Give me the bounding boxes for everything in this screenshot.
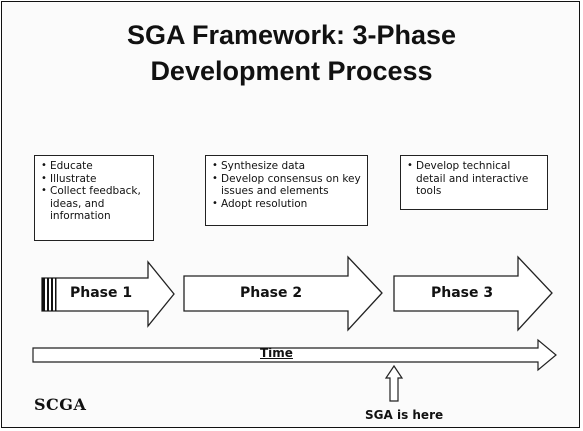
phase-3-bullet: Develop technical detail and interactive… (407, 160, 543, 198)
phase-1-stripes-icon (42, 278, 57, 311)
phase-3-label: Phase 3 (431, 285, 494, 301)
phase-2-label: Phase 2 (240, 285, 303, 301)
phase-1-bullet: Collect feedback, ideas, and information (41, 185, 149, 223)
timeline-arrow (32, 338, 557, 372)
phase-1-label: Phase 1 (70, 285, 133, 301)
phase-2-description-box: Synthesize data Develop consensus on key… (205, 155, 368, 226)
position-marker-label: SGA is here (365, 408, 444, 422)
scga-logo: SCGA (34, 395, 87, 414)
phase-3-arrow (393, 255, 553, 332)
phase-2-bullet: Adopt resolution (212, 198, 363, 211)
phase-1-arrow (41, 260, 175, 328)
slide-title-line-2: Development Process (150, 56, 433, 86)
timeline-label: Time (260, 346, 293, 360)
phase-2-bullet: Synthesize data (212, 160, 363, 173)
phase-2-bullet: Develop consensus on key issues and elem… (212, 173, 363, 198)
phase-1-bullet: Educate (41, 160, 149, 173)
position-marker-arrow (384, 364, 404, 402)
slide-title-line-1: SGA Framework: 3-Phase (126, 20, 457, 50)
phase-1-bullet: Illustrate (41, 173, 149, 186)
phase-1-description-box: Educate Illustrate Collect feedback, ide… (34, 155, 154, 241)
phase-2-arrow (183, 255, 383, 332)
phase-3-description-box: Develop technical detail and interactive… (400, 155, 548, 210)
